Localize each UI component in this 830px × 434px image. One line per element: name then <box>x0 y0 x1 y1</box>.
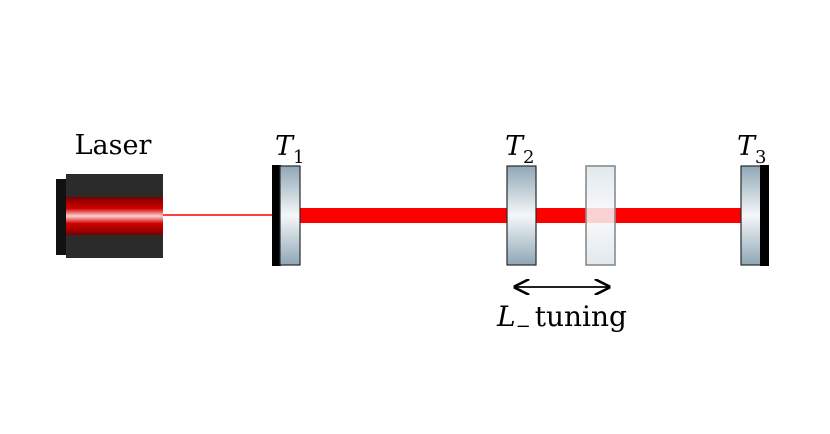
laser-label: Laser <box>75 130 152 161</box>
mirror-t3 <box>740 165 769 266</box>
mirror-t1 <box>272 165 301 266</box>
tuning-label: L−tuning <box>496 300 627 337</box>
mirror-t3-label: T3 <box>737 131 766 168</box>
mirror-t1-glass <box>279 165 301 266</box>
mirror-t2 <box>506 165 537 266</box>
tuning-subscript: − <box>516 316 531 337</box>
mirror-t2-glass <box>506 165 537 266</box>
laser-emitter-core <box>66 197 163 235</box>
mirror-t1-label: T1 <box>275 131 304 168</box>
ghost-beam-overlay <box>587 208 614 223</box>
mirror-t1-subscript: 1 <box>293 147 304 168</box>
mirror-t2-label: T2 <box>505 131 534 168</box>
tuning-text: tuning <box>535 300 627 333</box>
laser-source <box>56 174 163 258</box>
mirror-t2-tuned-position <box>585 165 616 266</box>
mirror-t3-subscript: 3 <box>755 147 766 168</box>
mirror-t3-glass <box>740 165 762 266</box>
mirror-t2-subscript: 2 <box>523 147 534 168</box>
ghost-mirror-glass <box>585 165 616 266</box>
mirror-t1-coating <box>272 165 281 266</box>
mirror-t3-coating <box>760 165 769 266</box>
laser-back-cap <box>56 179 68 255</box>
